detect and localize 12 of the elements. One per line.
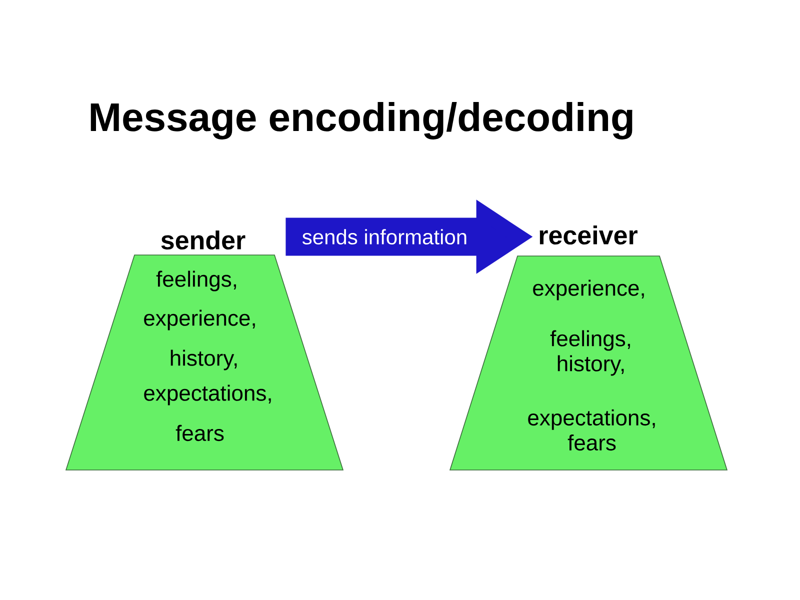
title: Message encoding/decoding	[90, 102, 632, 140]
heading: receiver	[540, 225, 638, 245]
item-text: feelings, history,	[550, 330, 630, 376]
item-text: history,	[170, 350, 237, 370]
item-text: fears	[176, 424, 224, 442]
heading: sender	[161, 230, 246, 250]
item-text: expectations, fears	[528, 409, 655, 451]
item-text: feelings,	[156, 270, 236, 292]
item-text: experience,	[533, 280, 644, 300]
item-text: experience,	[144, 310, 255, 330]
item-text: expectations,	[144, 384, 271, 406]
edge-label: sends information	[302, 229, 466, 244]
